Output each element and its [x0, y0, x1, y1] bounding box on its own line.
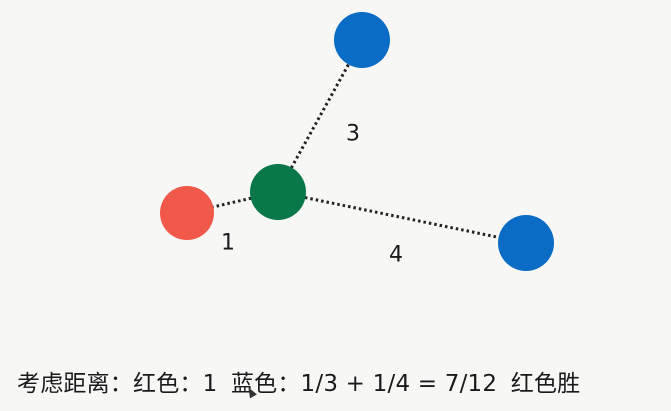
edge-blue-top	[276, 39, 364, 193]
edge-blue-right	[277, 190, 527, 245]
edge-label-red: 1	[221, 230, 235, 256]
caption-red-part: 红色：1	[133, 371, 218, 397]
caption-result: 红色胜	[510, 371, 581, 397]
red-node	[160, 186, 214, 240]
blue-node-top	[334, 12, 390, 68]
caption-blue-part: 蓝色：1/3 + 1/4 = 7/12	[230, 371, 498, 397]
edge-label-blue-top: 3	[346, 121, 360, 147]
green-node	[250, 164, 306, 220]
caption: 考虑距离：红色：1 蓝色：1/3 + 1/4 = 7/12 红色胜	[17, 364, 586, 398]
caption-prefix: 考虑距离：	[17, 371, 133, 397]
edge-label-blue-right: 4	[389, 242, 403, 268]
blue-node-right	[498, 215, 554, 271]
